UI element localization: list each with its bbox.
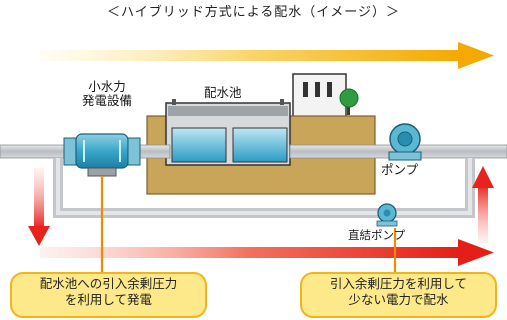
callout-right-line2: 少ない電力で配水 <box>348 291 449 307</box>
down-arrow <box>28 168 50 246</box>
turbine-label-line1: 小水力 <box>88 79 126 94</box>
reservoir-label: 配水池 <box>204 85 242 100</box>
pump-label: ポンプ <box>381 162 419 177</box>
up-arrow <box>472 166 494 243</box>
turbine-label: 小水力 発電設備 <box>82 79 133 109</box>
pump-icon <box>388 123 422 161</box>
bottom-flow-arrow <box>40 239 494 266</box>
booster-pump-label: 直結ポンプ <box>348 228 406 242</box>
callout-right: 引入余剰圧力を利用して 少ない電力で配水 <box>300 272 497 318</box>
turbine-label-line2: 発電設備 <box>82 93 133 109</box>
booster-pump-icon <box>376 203 398 227</box>
tree-icon <box>339 88 359 115</box>
bypass-pipe <box>53 158 475 218</box>
control-building <box>292 73 347 119</box>
callout-left-line1: 配水池への引入余剰圧力 <box>39 276 178 291</box>
diagram-title: ＜ハイブリッド方式による配水（イメージ）＞ <box>106 5 401 20</box>
top-flow-arrow <box>40 42 494 69</box>
callout-left: 配水池への引入余剰圧力 を利用して発電 <box>10 272 207 318</box>
turbine-icon <box>63 133 141 177</box>
callout-left-line2: を利用して発電 <box>64 291 153 307</box>
callout-right-line1: 引入余剰圧力を利用して <box>329 276 468 291</box>
